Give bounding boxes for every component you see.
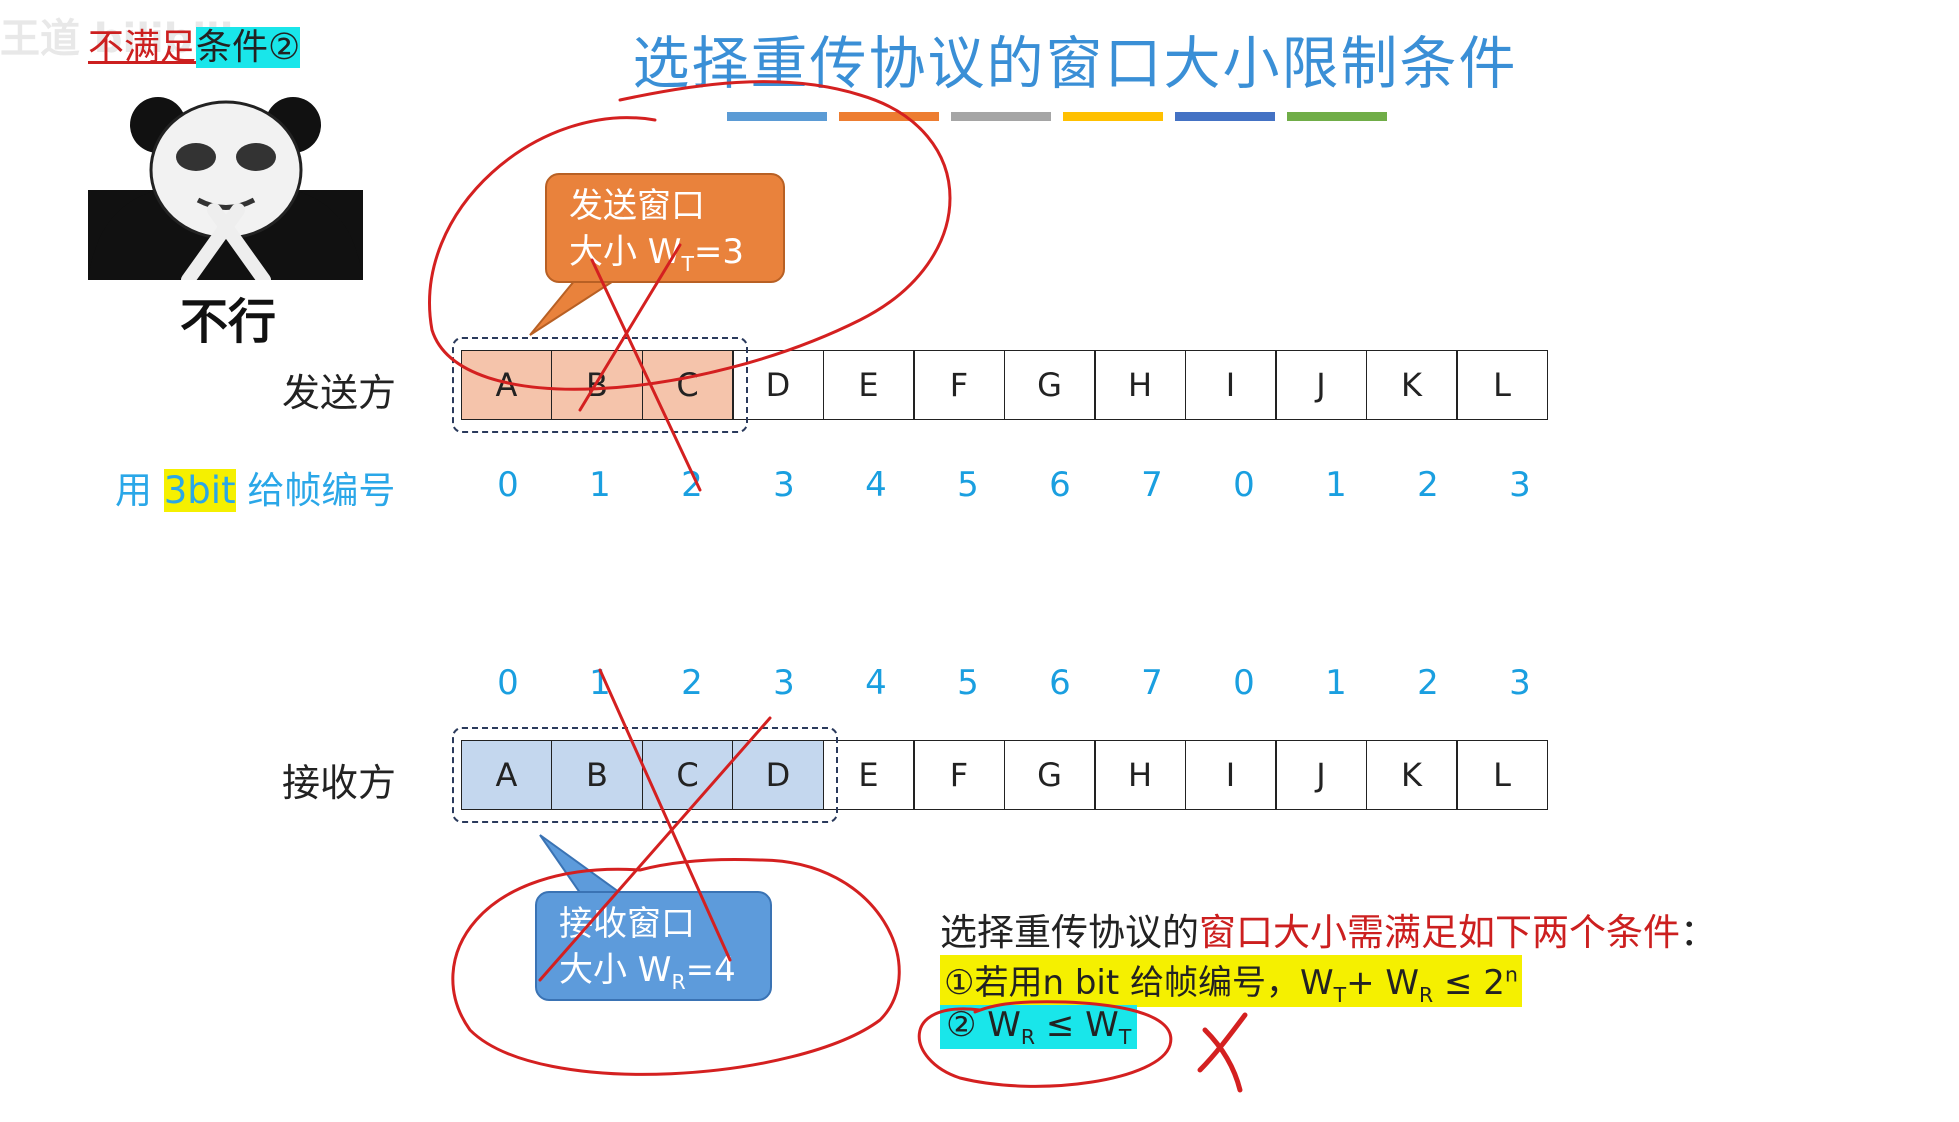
bit-note: 用 3bit 给帧编号: [115, 460, 395, 514]
color-bars: [727, 112, 1387, 121]
receiver-frame-cell: D: [732, 740, 824, 810]
sender-sequence-number: 4: [865, 465, 887, 505]
color-bar: [839, 112, 939, 121]
receiver-sequence-number: 1: [1325, 663, 1347, 703]
sender-frame-cell: I: [1184, 350, 1277, 420]
sender-frame-cell: J: [1275, 350, 1367, 420]
receiver-sequence-number: 0: [1233, 663, 1255, 703]
sender-sequence-number: 1: [589, 465, 611, 505]
panda-meme-image: [88, 97, 363, 280]
receiver-sequence-number: 2: [681, 663, 703, 703]
recv-bubble-line2: 大小 WR=4: [559, 950, 736, 994]
send-bubble-line2: 大小 WT=3: [569, 232, 745, 276]
sender-frame-cell: G: [1003, 350, 1096, 420]
receiver-sequence-number: 1: [589, 663, 611, 703]
sender-frame-cell: L: [1456, 350, 1548, 420]
sender-sequence-number: 5: [957, 465, 979, 505]
sender-sequence-number: 0: [1233, 465, 1255, 505]
receiver-frame-cell: G: [1003, 740, 1096, 810]
receiver-frame-cell: F: [913, 740, 1005, 810]
recv-window-bubble: 接收窗口 大小 WR=4: [535, 891, 772, 1001]
bit-note-prefix: 用: [115, 469, 164, 512]
meme-eye-right: [236, 143, 276, 171]
send-window-bubble: 发送窗口 大小 WT=3: [545, 173, 785, 283]
receiver-sequence-numbers: 0 1 2 3 4 5 6 7 0 1 2 3: [462, 663, 1566, 703]
receiver-frame-cell: L: [1456, 740, 1548, 810]
condition-label: 条件②: [196, 27, 301, 68]
color-bar: [951, 112, 1051, 121]
sender-frame-cell: B: [551, 350, 643, 420]
receiver-frame-cell: J: [1275, 740, 1367, 810]
receiver-frame-cell: I: [1184, 740, 1277, 810]
recv-bubble-line1: 接收窗口: [559, 904, 695, 944]
receiver-window-outline: [452, 727, 838, 823]
receiver-frame-cell: H: [1094, 740, 1186, 810]
watermark: 王道 bilibili: [0, 16, 234, 62]
receiver-sequence-number: 6: [1049, 663, 1071, 703]
sender-sequence-number: 6: [1049, 465, 1071, 505]
receiver-frame-cell: E: [822, 740, 915, 810]
sender-sequence-number: 2: [1417, 465, 1439, 505]
sender-window-outline: [452, 337, 748, 433]
receiver-sequence-number: 5: [957, 663, 979, 703]
receiver-sequence-number: 7: [1141, 663, 1163, 703]
sender-frame-cell: H: [1094, 350, 1186, 420]
color-bar: [1287, 112, 1387, 121]
recv-window-circle: [451, 857, 901, 1076]
receiver-sequence-number: 4: [865, 663, 887, 703]
sender-sequence-numbers: 0 1 2 3 4 5 6 7 0 1 2 3: [462, 465, 1566, 505]
x-mark: [1197, 1012, 1248, 1073]
condition-tag: 不满足条件②: [88, 18, 301, 70]
sender-sequence-number: 7: [1141, 465, 1163, 505]
send-cross-stroke: [590, 258, 702, 492]
condition-2: ② WR ≤ WT: [940, 1005, 1138, 1049]
send-window-circle: [428, 80, 952, 391]
sender-sequence-number: 2: [681, 465, 703, 505]
condition-2-circle: [917, 1000, 1173, 1088]
sender-frame-cell: D: [732, 350, 824, 420]
receiver-sequence-number: 2: [1417, 663, 1439, 703]
recv-cross-stroke: [538, 716, 772, 982]
receiver-sequence-number: 0: [497, 663, 519, 703]
sender-sequence-number: 3: [1509, 465, 1531, 505]
sender-frame-cell: K: [1365, 350, 1458, 420]
recv-cross-stroke: [598, 668, 732, 962]
color-bar: [727, 112, 827, 121]
sender-sequence-number: 1: [1325, 465, 1347, 505]
bit-note-highlight: 3bit: [163, 469, 236, 512]
receiver-sequence-number: 3: [773, 663, 795, 703]
page-title: 选择重传协议的窗口大小限制条件: [632, 31, 1518, 97]
receiver-sequence-number: 3: [1509, 663, 1531, 703]
bit-note-suffix: 给帧编号: [235, 469, 396, 512]
color-bar: [1175, 112, 1275, 121]
sender-sequence-number: 0: [497, 465, 519, 505]
send-bubble-line1: 发送窗口: [569, 186, 705, 226]
meme-eye-left: [176, 143, 216, 171]
x-mark: [1202, 1027, 1243, 1093]
send-cross-stroke: [578, 243, 682, 412]
meme-crossed-fingers: [181, 203, 271, 280]
sender-sequence-number: 3: [773, 465, 795, 505]
sender-frame-cell: A: [460, 350, 553, 420]
condition-1: ①若用n bit 给帧编号，WT+ WR ≤ 2n: [940, 955, 1522, 1007]
meme-mouth: [196, 197, 256, 210]
receiver-frame-cell: A: [460, 740, 553, 810]
sender-frame-cell: F: [913, 350, 1005, 420]
summary-title: 选择重传协议的窗口大小需满足如下两个条件：: [940, 911, 1717, 954]
receiver-label: 接收方: [282, 761, 397, 805]
sender-frame-cell: E: [822, 350, 915, 420]
receiver-frame-cell: K: [1365, 740, 1458, 810]
meme-caption: 不行: [180, 294, 277, 350]
sender-label: 发送方: [282, 371, 397, 415]
condition-negation: 不满足: [88, 27, 197, 68]
color-bar: [1063, 112, 1163, 121]
